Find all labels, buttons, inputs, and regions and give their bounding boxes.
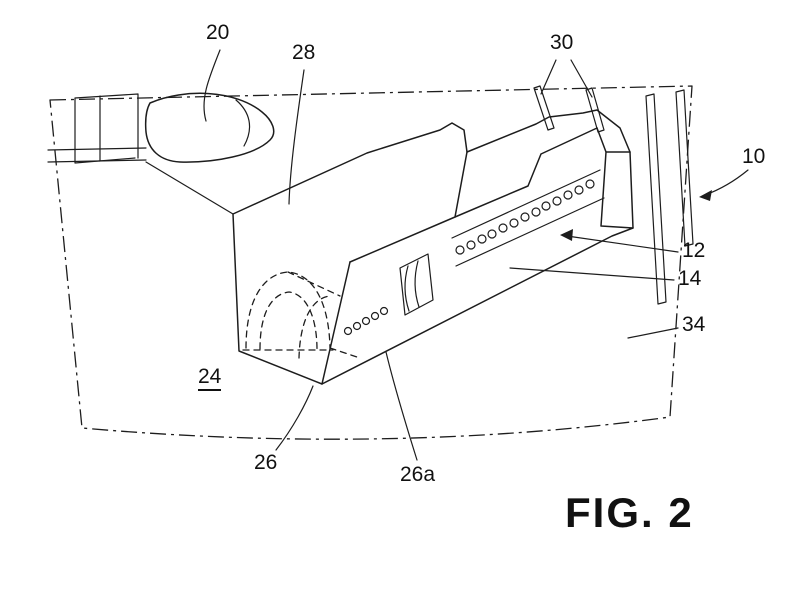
support-structure (47, 93, 234, 215)
ref-label-10: 10 (742, 145, 766, 168)
leader-lines (203, 49, 749, 461)
fastener-holes-row-small (343, 306, 389, 336)
frame-members (645, 89, 694, 305)
ref-label-28: 28 (292, 41, 316, 64)
ref-label-20: 20 (206, 21, 230, 44)
figure-caption: FIG. 2 (565, 489, 694, 536)
attachment-struts (533, 85, 605, 133)
tunnel-arch-dashed (242, 271, 361, 359)
housing-detail-lines (321, 127, 634, 385)
aircraft-nose (144, 92, 275, 163)
fastener-holes-row-main (455, 179, 595, 255)
ref-label-14: 14 (678, 267, 702, 290)
access-door (399, 253, 434, 316)
ref-label-30: 30 (550, 31, 574, 54)
ref-label-24: 24 (198, 366, 222, 391)
ref-label-12: 12 (682, 239, 706, 262)
ref-label-34: 34 (682, 313, 706, 336)
phantom-boundary (49, 85, 693, 440)
housing-outline (232, 109, 634, 385)
ref-label-26: 26 (254, 451, 278, 474)
ref-label-26a: 26a (400, 463, 436, 486)
